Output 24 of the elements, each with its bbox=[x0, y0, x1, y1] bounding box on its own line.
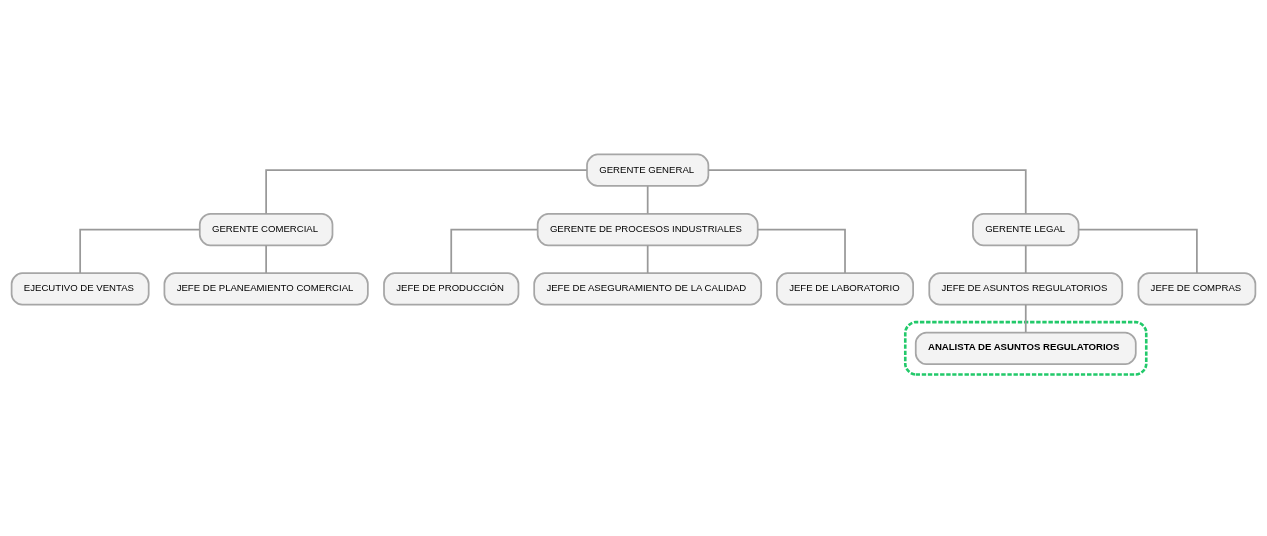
connector bbox=[757, 228, 846, 274]
node-box: JEFE DE LABORATORIO bbox=[776, 272, 914, 306]
connector bbox=[450, 228, 539, 274]
node-box: GERENTE DE PROCESOS INDUSTRIALES bbox=[536, 213, 759, 247]
connector bbox=[265, 169, 588, 215]
node-box: JEFE DE PRODUCCIÓN bbox=[383, 272, 520, 306]
node-box: GERENTE GENERAL bbox=[586, 153, 710, 187]
node-box: EJECUTIVO DE VENTAS bbox=[10, 272, 150, 306]
node-box: GERENTE COMERCIAL bbox=[198, 213, 334, 247]
node-box: JEFE DE ASUNTOS REGULATORIOS bbox=[928, 272, 1124, 306]
connector bbox=[707, 169, 1027, 215]
connector bbox=[1077, 228, 1198, 274]
connector bbox=[1024, 304, 1027, 334]
node-box: ANALISTA DE ASUNTOS REGULATORIOS bbox=[914, 331, 1137, 365]
cluster bbox=[903, 320, 1148, 376]
connector bbox=[1024, 244, 1027, 274]
connector bbox=[265, 244, 267, 274]
connector bbox=[646, 185, 649, 215]
node-box: JEFE DE PLANEAMIENTO COMERCIAL bbox=[163, 272, 369, 306]
node-box: JEFE DE ASEGURAMIENTO DE LA CALIDAD bbox=[533, 272, 763, 306]
node-box: GERENTE LEGAL bbox=[972, 213, 1080, 247]
connector bbox=[646, 244, 649, 274]
node-box: JEFE DE COMPRAS bbox=[1137, 272, 1257, 306]
connector bbox=[79, 228, 201, 274]
